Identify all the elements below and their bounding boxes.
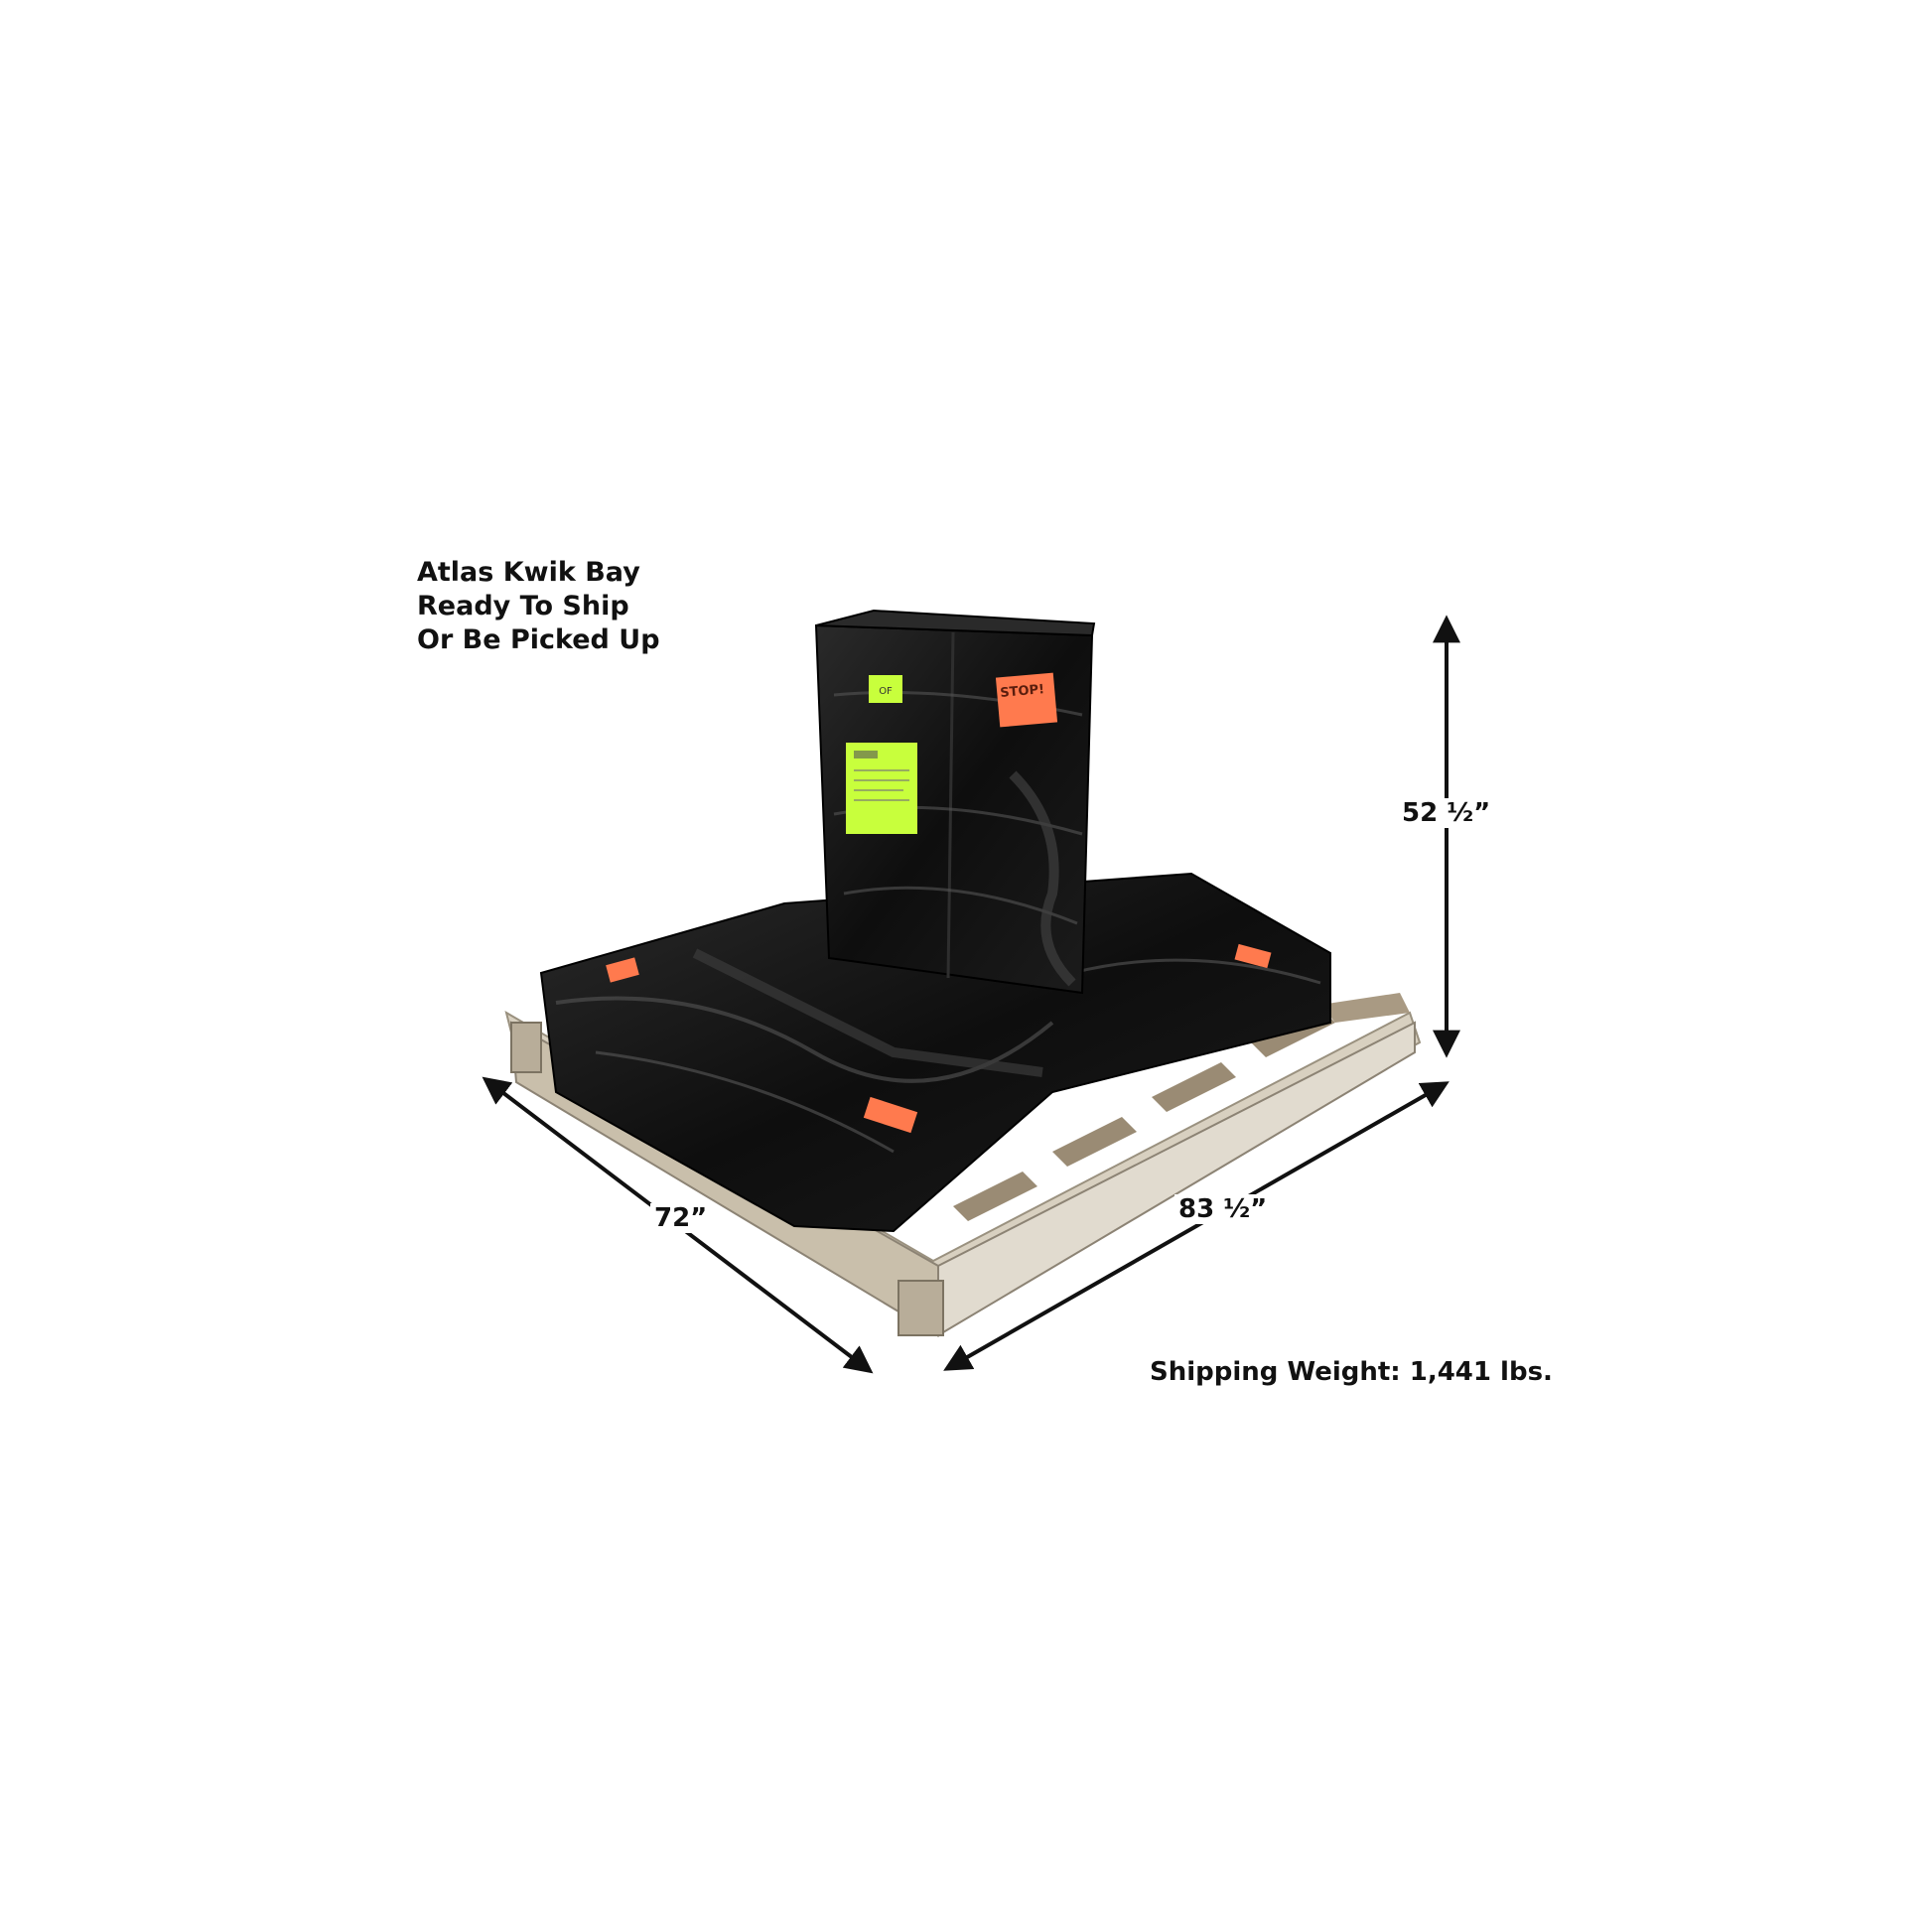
small-green-label: OF [869, 675, 902, 703]
product-caption: Atlas Kwik Bay Ready To Ship Or Be Picke… [417, 556, 660, 657]
pallet-slat [1320, 993, 1410, 1023]
shipping-weight: Shipping Weight: 1,441 lbs. [1150, 1357, 1553, 1387]
pallet-slat [1152, 1062, 1236, 1112]
caption-line-2: Ready To Ship [417, 591, 629, 621]
orange-label [863, 1096, 918, 1134]
orange-label [1234, 943, 1272, 969]
stop-label-text: STOP! [1000, 682, 1045, 701]
wrapped-column-box: OF STOP! [814, 609, 1096, 995]
pallet-block [510, 1022, 542, 1073]
orange-label [606, 957, 639, 983]
small-tag-text: OF [879, 686, 893, 697]
height-dimension-label: 52 ½” [1398, 798, 1495, 828]
pallet-slat [1052, 1117, 1137, 1167]
green-instruction-label [846, 743, 917, 834]
width-dimension-label: 83 ½” [1174, 1194, 1272, 1224]
caption-line-3: Or Be Picked Up [417, 624, 660, 655]
width-dimension-arrow [943, 1081, 1449, 1371]
caption-line-1: Atlas Kwik Bay [417, 557, 640, 588]
depth-dimension-label: 72” [650, 1203, 712, 1233]
pallet-block [897, 1280, 944, 1336]
stop-label: STOP! [995, 672, 1058, 728]
